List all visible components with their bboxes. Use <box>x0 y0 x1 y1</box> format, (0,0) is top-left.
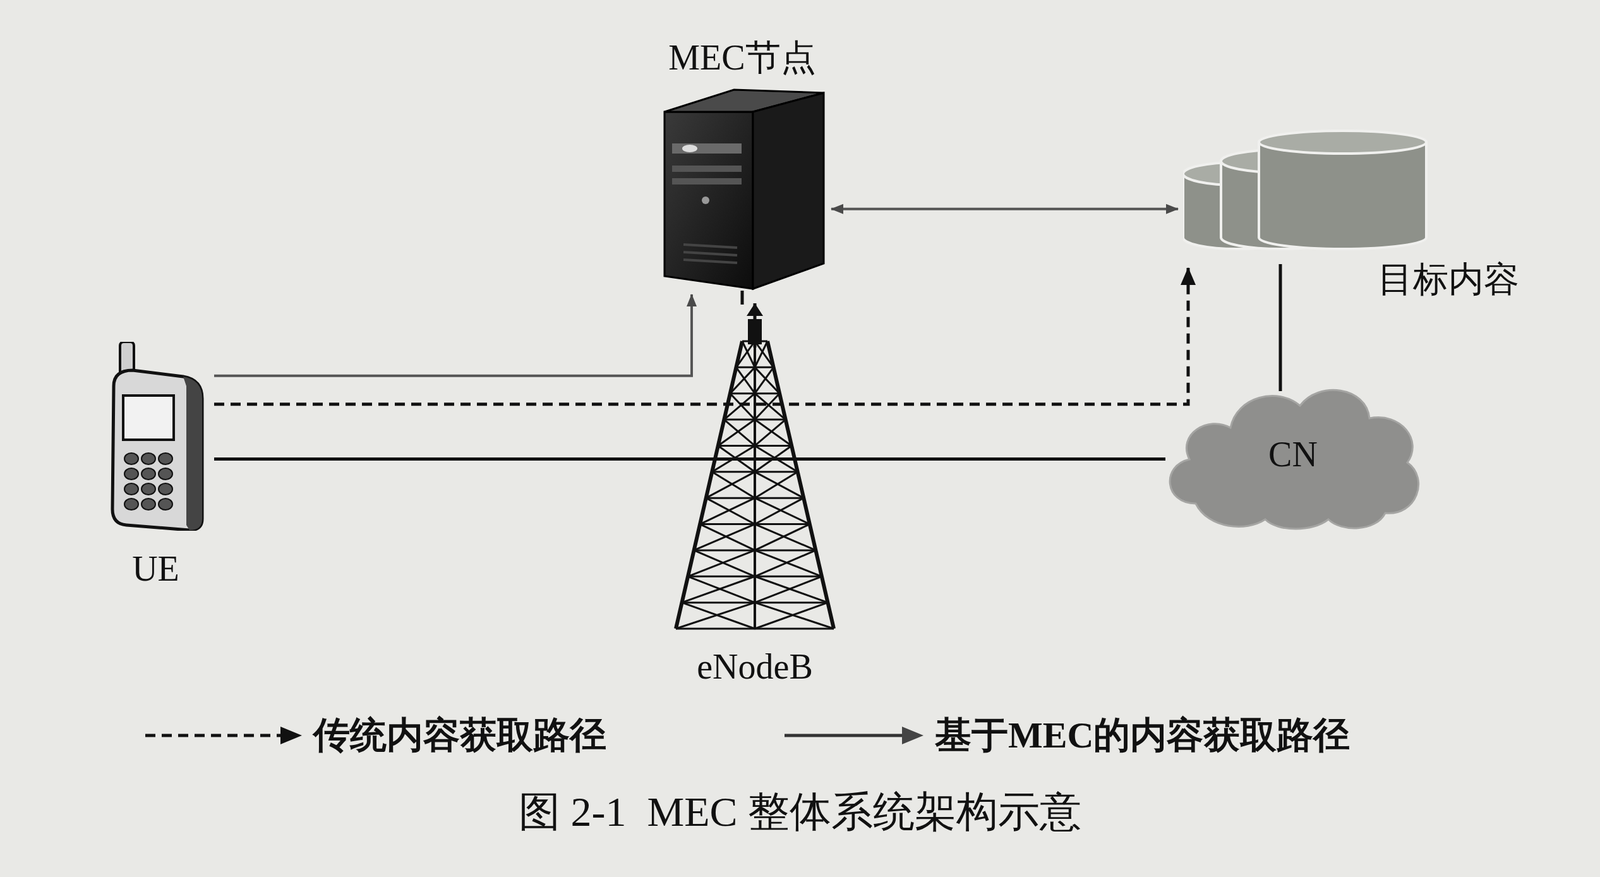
cloud-node: CN <box>1157 377 1429 531</box>
phone-node: UE <box>107 341 205 531</box>
tower-node: eNodeB <box>663 303 847 632</box>
legend-line-sample <box>783 722 930 748</box>
node-label: 目标内容 <box>1377 260 1520 300</box>
legend-text: 传统内容获取路径 <box>313 710 607 760</box>
connector-line <box>214 457 1166 461</box>
connector-line <box>214 294 692 376</box>
phone-icon <box>107 341 205 531</box>
legend-text: 基于MEC的内容获取路径 <box>934 710 1350 760</box>
connector-line <box>831 207 1179 211</box>
dashed-arrow <box>214 267 1189 405</box>
server-node: MEC节点 <box>658 86 827 291</box>
legend-item: 传统内容获取路径 <box>144 710 607 760</box>
tower-icon <box>663 303 847 632</box>
node-label: eNodeB <box>696 647 813 687</box>
cylinders-node: 目标内容 <box>1183 127 1429 251</box>
legend-line-sample <box>144 722 309 748</box>
node-label: MEC节点 <box>668 38 816 78</box>
node-label: UE <box>132 549 180 589</box>
server-icon <box>658 86 827 291</box>
connector-line <box>1279 264 1283 391</box>
database-icon <box>1183 127 1429 251</box>
figure-caption: 图 2-1 MEC 整体系统架构示意 <box>0 783 1600 841</box>
node-label: CN <box>1268 433 1318 475</box>
legend-item: 基于MEC的内容获取路径 <box>783 710 1350 760</box>
connector-line <box>740 290 745 305</box>
